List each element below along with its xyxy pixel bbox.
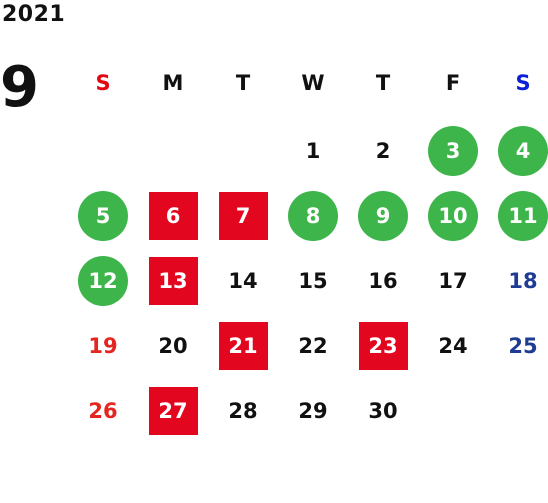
day-cell: 23 [348, 313, 418, 378]
day-cell: 8 [278, 183, 348, 248]
day-number: 7 [218, 191, 268, 240]
day-cell: 16 [348, 248, 418, 313]
day-number: 2 [375, 138, 391, 163]
day-cell: 17 [418, 248, 488, 313]
day-cell: 25 [488, 313, 548, 378]
day-number: 22 [298, 333, 328, 358]
day-cell: 18 [488, 248, 548, 313]
weekday-header-4: T [375, 70, 391, 95]
day-number: 28 [228, 398, 258, 423]
weekday-header-2: T [235, 70, 251, 95]
day-number: 30 [368, 398, 398, 423]
day-number: 16 [368, 268, 398, 293]
weekday-header-5: F [445, 70, 461, 95]
day-cell: 9 [348, 183, 418, 248]
day-cell: 27 [138, 378, 208, 443]
day-cell: 3 [418, 118, 488, 183]
day-number: 17 [438, 268, 468, 293]
day-cell: 29 [278, 378, 348, 443]
day-number: 14 [228, 268, 258, 293]
day-cell: 21 [208, 313, 278, 378]
day-number: 1 [305, 138, 321, 163]
day-number: 18 [508, 268, 538, 293]
day-cell: 19 [68, 313, 138, 378]
day-cell: 15 [278, 248, 348, 313]
day-cell: 28 [208, 378, 278, 443]
day-cell: 13 [138, 248, 208, 313]
day-cell: 5 [68, 183, 138, 248]
day-number: 19 [88, 333, 118, 358]
day-number: 11 [498, 190, 548, 241]
day-number: 10 [428, 190, 478, 241]
weekday-header-3: W [301, 70, 325, 95]
day-number: 15 [298, 268, 328, 293]
day-cell: 1 [278, 118, 348, 183]
day-cell: 2 [348, 118, 418, 183]
day-number: 8 [288, 190, 338, 241]
day-cell: 7 [208, 183, 278, 248]
day-number: 27 [148, 386, 198, 435]
day-number: 29 [298, 398, 328, 423]
day-cell: 20 [138, 313, 208, 378]
weekday-header-1: M [162, 70, 184, 95]
day-number: 25 [508, 333, 538, 358]
day-cell: 22 [278, 313, 348, 378]
day-cell: 11 [488, 183, 548, 248]
day-cell: 14 [208, 248, 278, 313]
day-number: 26 [88, 398, 118, 423]
day-cell: 12 [68, 248, 138, 313]
day-number: 3 [428, 125, 478, 176]
weekday-header-0: S [95, 70, 111, 95]
day-number: 4 [498, 125, 548, 176]
day-cell: 26 [68, 378, 138, 443]
day-cell: 6 [138, 183, 208, 248]
day-cell: 24 [418, 313, 488, 378]
day-number: 6 [148, 191, 198, 240]
day-number: 12 [78, 255, 128, 306]
weekday-header-6: S [515, 70, 531, 95]
day-cell: 10 [418, 183, 488, 248]
calendar-month: 9 [0, 55, 39, 120]
day-number: 23 [358, 321, 408, 370]
day-number: 21 [218, 321, 268, 370]
day-number: 20 [158, 333, 188, 358]
day-cell: 4 [488, 118, 548, 183]
day-cell: 30 [348, 378, 418, 443]
calendar-year: 2021 [2, 2, 66, 27]
day-number: 5 [78, 190, 128, 241]
day-number: 9 [358, 190, 408, 241]
day-number: 13 [148, 256, 198, 305]
day-number: 24 [438, 333, 468, 358]
